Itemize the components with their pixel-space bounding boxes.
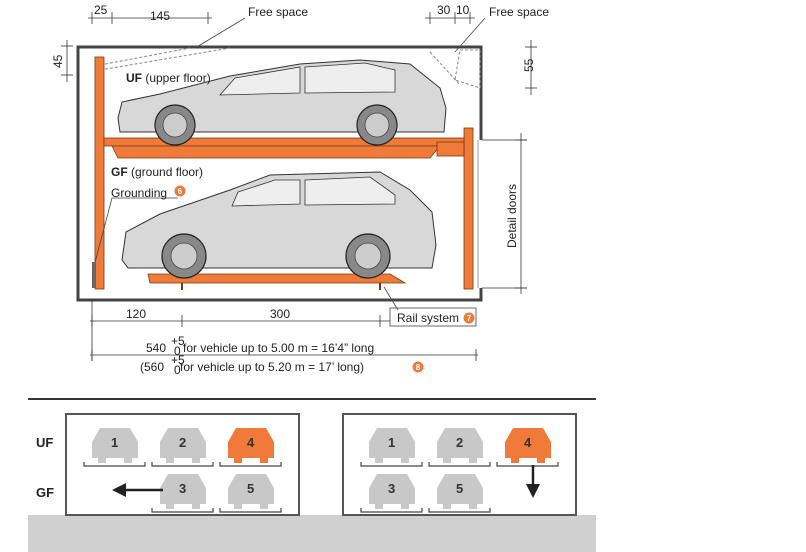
ground-car	[121, 171, 437, 279]
dim-top-right-b: 10	[456, 3, 470, 17]
svg-text:1: 1	[111, 435, 118, 450]
svg-text:0: 0	[174, 344, 181, 358]
right-uf-car-2: 2	[437, 428, 483, 463]
top-dimension-line	[88, 12, 475, 24]
left-column	[94, 56, 105, 290]
grounding-label: Grounding	[111, 186, 167, 200]
upper-floor-label: UF (upper floor)	[126, 71, 211, 85]
upper-platform	[103, 137, 465, 147]
dim-left-height: 45	[51, 54, 65, 68]
left-uf-car-2: 2	[160, 428, 206, 463]
svg-text:4: 4	[524, 435, 532, 450]
rail-system-label: Rail system	[397, 311, 459, 325]
right-uf-car-1: 1	[369, 428, 415, 463]
row-label-gf: GF	[36, 485, 54, 500]
free-space-label-right: Free space	[489, 5, 549, 19]
dim-top-left-b: 145	[150, 9, 170, 23]
svg-text:4: 4	[247, 435, 255, 450]
dim-top-left-a: 25	[94, 3, 108, 17]
upper-platform-beam	[111, 145, 441, 159]
doors-dimension	[482, 133, 527, 294]
free-space-label-left: Free space	[248, 5, 308, 19]
schematic-rails	[83, 462, 559, 513]
ground-floor-label: GF (ground floor)	[111, 165, 203, 179]
svg-text:8: 8	[416, 363, 421, 372]
free-space-lines	[99, 47, 481, 89]
lower-down-arrow	[526, 465, 540, 498]
left-height-dimension	[61, 40, 73, 82]
svg-text:+5: +5	[171, 353, 185, 367]
detail-doors-label: Detail doors	[505, 184, 519, 248]
svg-text:3: 3	[179, 481, 186, 496]
bottom-dimension-line	[90, 300, 478, 361]
svg-text:1: 1	[388, 435, 395, 450]
svg-text:0: 0	[174, 363, 181, 377]
svg-text:for vehicle up to 5.00 m = 16’: for vehicle up to 5.00 m = 16’4” long	[183, 341, 374, 355]
svg-text:540: 540	[146, 341, 166, 355]
svg-text:5: 5	[456, 481, 463, 496]
dim-bottom-b: 300	[270, 307, 290, 321]
svg-text:for vehicle up to 5.20 m = 17’: for vehicle up to 5.20 m = 17’ long)	[180, 360, 364, 374]
right-gf-car-3: 3	[369, 474, 415, 509]
left-uf-car-4: 4	[228, 428, 274, 463]
left-gf-car-3: 3	[160, 474, 206, 509]
ground-strip	[28, 515, 596, 552]
rail-badge	[463, 312, 475, 324]
svg-text:7: 7	[467, 314, 472, 323]
row-label-uf: UF	[36, 435, 53, 450]
length-line-1: 540 +5 0 for vehicle up to 5.00 m = 16’4…	[146, 334, 374, 358]
schematic-cars: 1 2 4 3 5 1 2 4	[92, 428, 551, 509]
svg-text:+5: +5	[171, 334, 185, 348]
grounding-badge	[174, 185, 186, 197]
dim-top-right-a: 30	[437, 3, 451, 17]
length-badge	[412, 361, 424, 373]
ground-platform	[147, 273, 407, 284]
left-gf-car-5: 5	[228, 474, 274, 509]
svg-text:2: 2	[456, 435, 463, 450]
svg-text:(560: (560	[140, 360, 164, 374]
rail-system-box	[389, 307, 477, 327]
length-line-2: (560 +5 0 for vehicle up to 5.20 m = 17’…	[140, 353, 424, 377]
left-uf-car-1: 1	[92, 428, 138, 463]
right-height-dimension	[525, 40, 537, 95]
svg-text:5: 5	[247, 481, 254, 496]
slide-left-arrow	[112, 483, 163, 497]
right-uf-car-4: 4	[505, 428, 551, 463]
svg-text:2: 2	[179, 435, 186, 450]
dim-right-height: 55	[522, 58, 536, 72]
svg-text:3: 3	[388, 481, 395, 496]
right-gf-car-5: 5	[437, 474, 483, 509]
grounding-leader	[92, 197, 178, 271]
svg-text:6: 6	[178, 187, 183, 196]
dim-bottom-a: 120	[126, 307, 146, 321]
upper-car	[117, 59, 447, 146]
right-column	[463, 127, 474, 290]
